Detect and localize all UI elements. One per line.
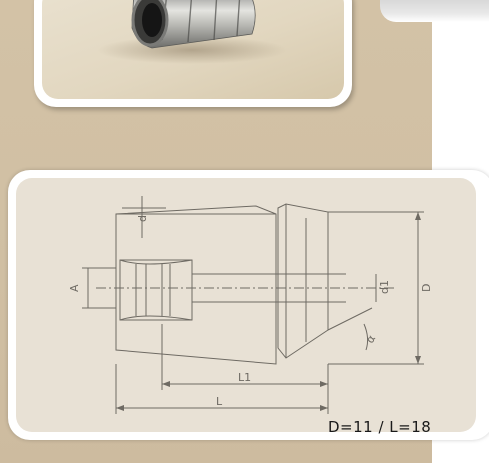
technical-drawing-card: d A d1 D α L1 L D=11 / L=18: [8, 170, 489, 440]
product-photo-card: [34, 0, 352, 107]
label-d1: d1: [378, 280, 391, 294]
inner-bore: [119, 259, 193, 321]
dimensions-label: D=11 / L=18: [328, 418, 432, 436]
label-d-small: d: [136, 215, 149, 222]
collet-photo-graphic: [97, 0, 287, 64]
technical-drawing: d A d1 D α L1 L: [16, 178, 476, 432]
label-a: A: [68, 284, 81, 292]
product-photo: [42, 0, 344, 99]
collet-drawing: d A d1 D α L1 L: [68, 196, 433, 414]
label-l1: L1: [238, 371, 251, 384]
collet-body-outline: [115, 205, 277, 365]
label-d: D: [420, 284, 433, 292]
label-l: L: [216, 395, 223, 408]
top-shadow-strip: [380, 0, 489, 22]
label-angle: α: [363, 333, 378, 346]
